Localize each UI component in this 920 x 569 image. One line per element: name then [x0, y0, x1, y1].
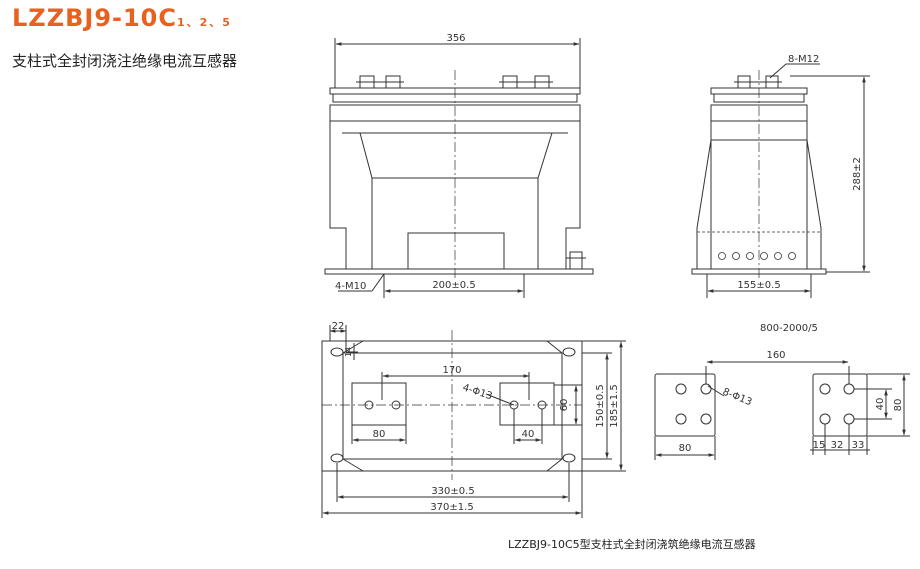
- terminal-hole-label: 8-Φ13: [721, 387, 753, 409]
- top-outer-width: 370±1.5: [430, 502, 473, 513]
- terminal-right-w3: 33: [852, 440, 865, 451]
- top-span-dim: 170: [442, 365, 461, 376]
- terminal-right-w1: 15: [813, 440, 826, 451]
- front-view: [324, 38, 594, 298]
- top-inner-width: 330±0.5: [431, 486, 474, 497]
- front-width-dim: 356: [446, 33, 465, 44]
- top-view: [321, 325, 626, 518]
- top-plate-width: 80: [373, 429, 386, 440]
- drawing-caption: LZZBJ9-10C5型支柱式全封闭浇筑绝缘电流互感器: [508, 538, 756, 551]
- top-edge-dim: 14: [344, 347, 353, 357]
- side-view: [691, 63, 870, 298]
- terminal-detail-left: [654, 366, 725, 460]
- side-height-dim: 288±2: [852, 157, 863, 191]
- side-base-dim: 155±0.5: [737, 280, 780, 291]
- model-title: LZZBJ9-10C1、2、5: [12, 4, 232, 32]
- model-name: LZZBJ9-10C: [12, 4, 177, 32]
- terminal-left-width: 80: [679, 443, 692, 454]
- model-variants: 1、2、5: [177, 16, 232, 29]
- top-inner-height: 150±0.5: [595, 384, 606, 427]
- terminal-spacing: 160: [766, 350, 785, 361]
- terminal-right-h1: 40: [875, 398, 886, 411]
- terminal-right-h2: 80: [893, 399, 904, 412]
- top-plate-height: 60: [559, 399, 570, 412]
- top-corner-dim: 22: [332, 321, 345, 332]
- terminal-detail-right: [706, 360, 910, 455]
- front-base-dim: 200±0.5: [432, 280, 475, 291]
- top-plate-offset: 40: [522, 429, 535, 440]
- top-hole-label: 4-Φ13: [461, 382, 493, 402]
- terminal-right-w2: 32: [831, 440, 844, 451]
- ratio-label: 800-2000/5: [760, 323, 818, 334]
- side-thread-label: 8-M12: [788, 54, 819, 65]
- product-subtitle: 支柱式全封闭浇注绝缘电流互感器: [12, 52, 238, 70]
- top-outer-height: 185±1.5: [609, 384, 620, 427]
- front-bolt-label: 4-M10: [335, 281, 366, 292]
